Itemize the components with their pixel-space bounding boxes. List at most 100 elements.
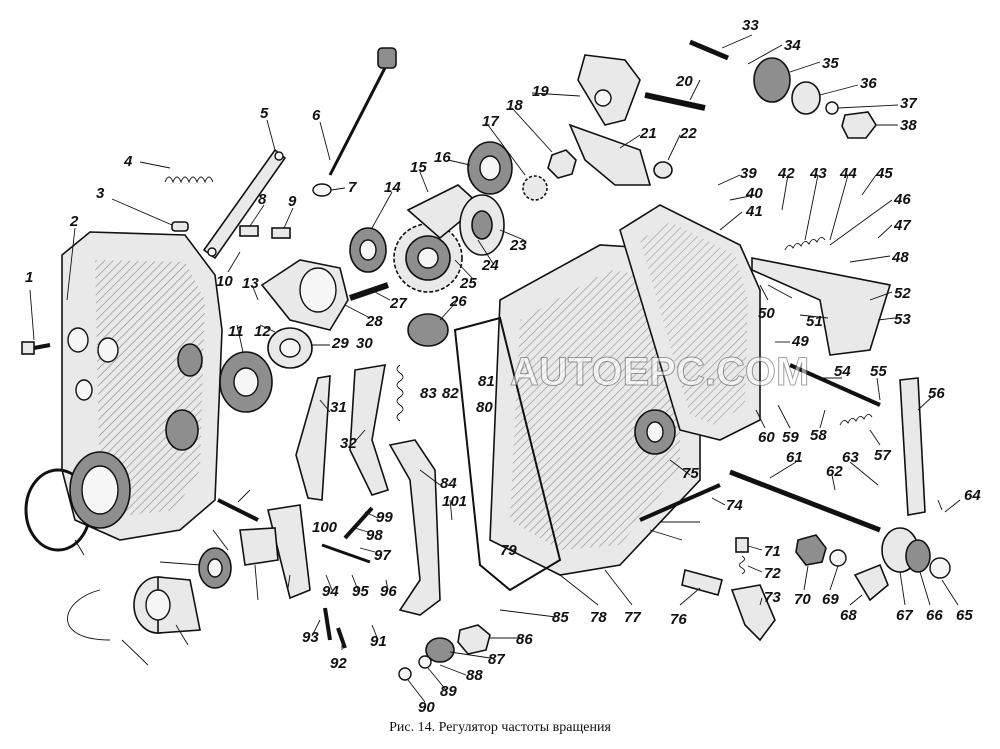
axle-part	[644, 92, 706, 111]
roller-part	[653, 161, 673, 179]
part-number-label: 9	[288, 193, 297, 210]
part-number-label: 37	[900, 95, 917, 112]
part-number-label: 7	[348, 179, 357, 196]
part-number-label: 91	[370, 633, 387, 650]
part-number-label: 40	[745, 185, 763, 202]
part-number-label: 19	[532, 83, 549, 100]
part-number-label: 94	[322, 583, 339, 600]
bracket-part	[751, 257, 892, 356]
part-number-label: 42	[777, 165, 795, 182]
part-number-label: 44	[839, 165, 857, 182]
part-number-label: 43	[809, 165, 827, 182]
part-number-label: 25	[459, 275, 477, 292]
part-number-label: 63	[842, 449, 859, 466]
part-number-label: 26	[449, 293, 467, 310]
bushing-part	[133, 576, 201, 634]
part-number-label: 1	[25, 269, 33, 286]
part-number-label: 75	[682, 465, 699, 482]
lever-part	[388, 439, 441, 616]
part-number-label: 13	[242, 275, 259, 292]
part-number-label: 73	[764, 589, 781, 606]
part-number-label: 45	[875, 165, 893, 182]
part-number-label: 78	[590, 609, 607, 626]
part-number-label: 30	[356, 335, 373, 352]
part-number-label: 65	[956, 607, 973, 624]
rod-part	[321, 543, 371, 564]
part-number-label: 97	[374, 547, 391, 564]
rod-part	[328, 47, 397, 176]
part-number-label: 36	[860, 75, 877, 92]
part-number-label: 10	[216, 273, 233, 290]
part-number-label: 99	[376, 509, 393, 526]
part-number-label: 38	[900, 117, 917, 134]
part-number-label: 79	[500, 542, 517, 559]
part-number-label: 35	[822, 55, 839, 72]
spring-part	[839, 414, 873, 426]
part-number-label: 32	[340, 435, 357, 452]
cap-part	[795, 534, 889, 602]
part-number-label: 17	[482, 113, 499, 130]
part-number-label: 50	[758, 305, 775, 322]
part-number-label: 76	[670, 611, 687, 628]
part-number-label: 57	[874, 447, 891, 464]
lever-part	[899, 377, 926, 516]
block-part	[239, 527, 279, 566]
washer-part	[398, 667, 412, 681]
lever-part	[577, 54, 641, 126]
part-number-labels: 1 2 3 4 5 6 7 8 9 10 11 12 13 14 15 16 1…	[25, 17, 981, 716]
adjusting-screw-assembly-part	[689, 39, 877, 139]
part-number-label: 81	[478, 373, 495, 390]
part-number-label: 31	[330, 399, 347, 416]
pin-part	[171, 221, 189, 232]
part-number-label: 85	[552, 609, 569, 626]
weights-assembly-part	[406, 184, 505, 256]
part-number-label: 5	[260, 105, 269, 122]
part-number-label: 69	[822, 591, 839, 608]
part-number-label: 6	[312, 107, 321, 124]
gasket-part	[453, 316, 562, 592]
part-number-label: 59	[782, 429, 799, 446]
nut-part	[547, 149, 577, 179]
seal-ring-part	[24, 451, 131, 552]
part-number-label: 77	[624, 609, 641, 626]
screw-part	[349, 282, 389, 301]
shaft-part	[729, 469, 881, 533]
part-number-label: 95	[352, 583, 369, 600]
part-number-label: 62	[826, 463, 843, 480]
bolt-part	[336, 627, 347, 649]
part-number-label: 86	[516, 631, 533, 648]
part-number-label: 87	[488, 651, 505, 668]
bushing-part	[407, 313, 449, 347]
lever-part	[295, 375, 331, 501]
part-number-label: 89	[440, 683, 457, 700]
part-number-label: 54	[834, 363, 851, 380]
part-number-label: 53	[894, 311, 911, 328]
part-number-label: 71	[764, 543, 781, 560]
part-number-label: 22	[679, 125, 697, 142]
plug-assembly-part	[881, 527, 951, 579]
nut-spring-part	[425, 624, 491, 663]
lock-washer-part	[522, 175, 548, 201]
part-number-label: 51	[806, 313, 823, 330]
screw-part	[239, 225, 291, 239]
part-number-label: 8	[258, 191, 267, 208]
part-number-label: 101	[442, 493, 467, 510]
spring-part	[396, 364, 404, 422]
bearing-part	[267, 327, 313, 369]
part-number-label: 27	[389, 295, 407, 312]
part-number-label: 56	[928, 385, 945, 402]
bolt-part	[639, 483, 721, 522]
part-number-label: 33	[742, 17, 759, 34]
leader-lines	[29, 34, 961, 703]
part-number-label: 92	[330, 655, 347, 672]
part-number-label: 12	[254, 323, 271, 340]
spring-part	[784, 237, 826, 251]
part-number-label: 15	[410, 159, 427, 176]
lever-part	[349, 364, 390, 496]
part-number-label: 23	[509, 237, 527, 254]
part-number-label: 58	[810, 427, 827, 444]
part-number-label: 11	[228, 323, 244, 340]
part-number-label: 84	[440, 475, 457, 492]
part-number-label: 70	[794, 591, 811, 608]
